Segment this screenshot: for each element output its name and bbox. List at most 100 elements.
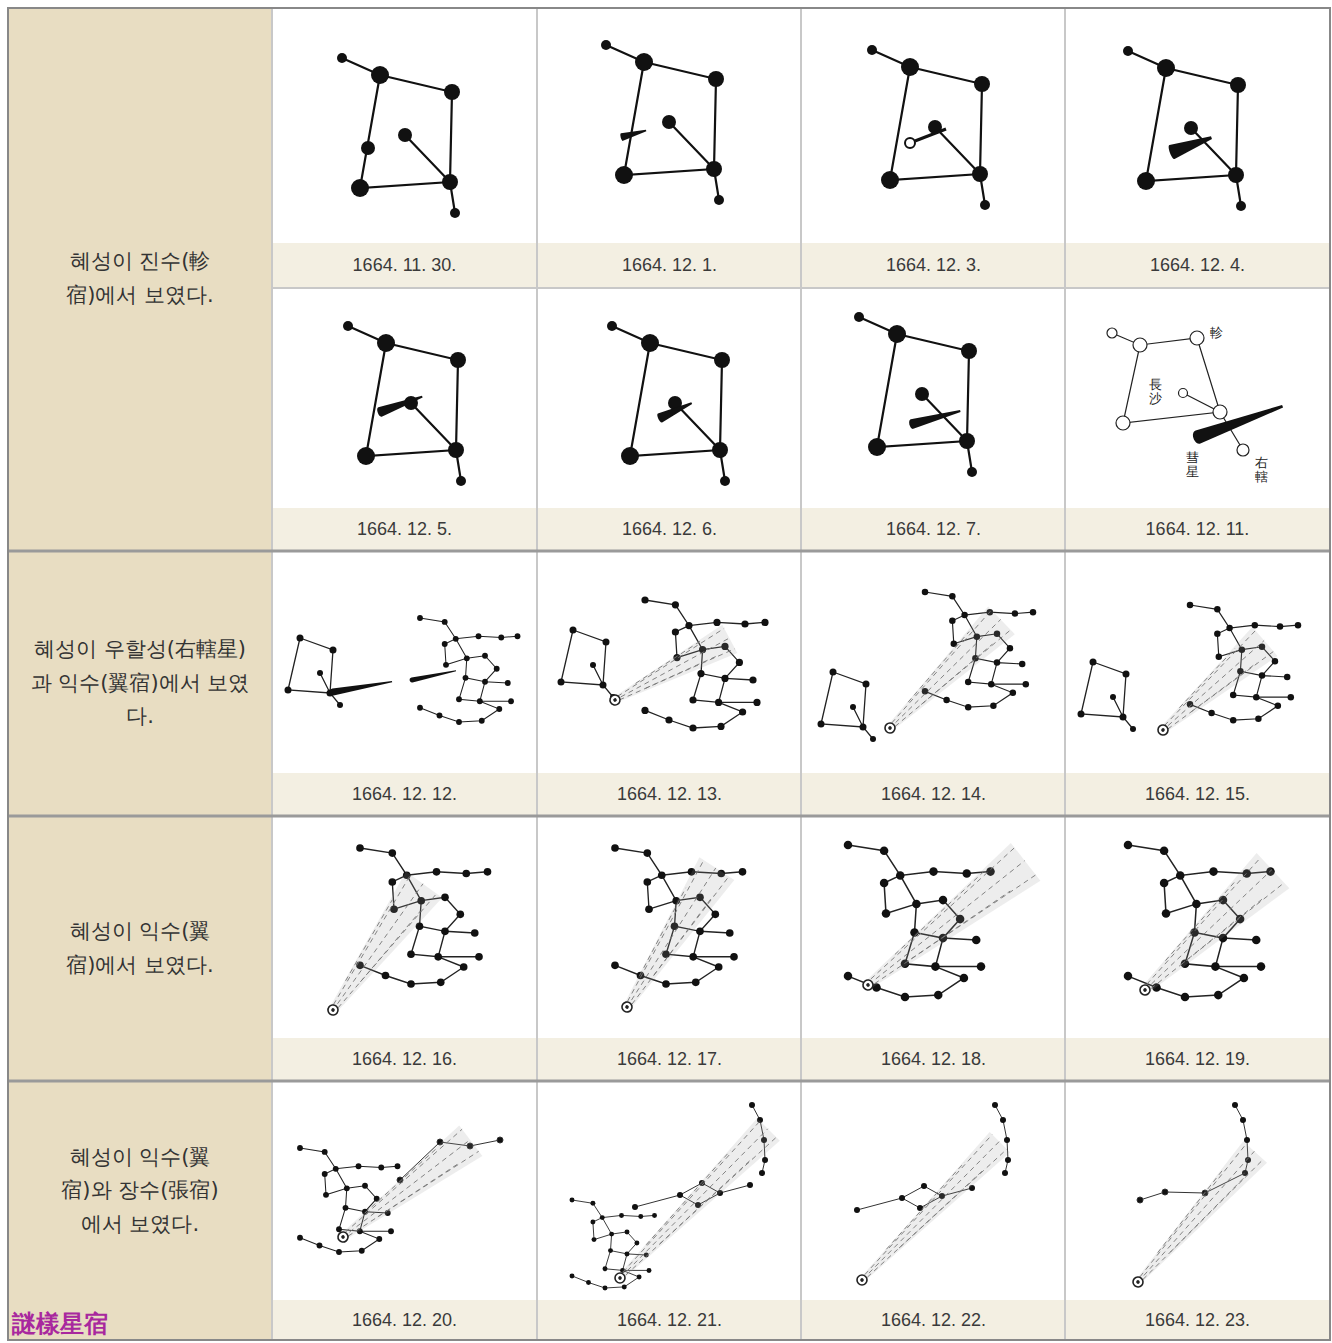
pale-comet xyxy=(1147,627,1278,748)
date-caption-cell: 1664. 12. 15. xyxy=(1065,773,1330,815)
pale-comet xyxy=(849,843,1040,1007)
date-caption: 1664. 12. 5. xyxy=(357,519,452,540)
date-caption: 1664. 12. 18. xyxy=(881,1049,986,1070)
date-caption: 1664. 12. 4. xyxy=(1150,255,1245,276)
date-caption-cell: 1664. 12. 22. xyxy=(801,1300,1066,1340)
date-caption: 1664. 12. 22. xyxy=(881,1310,986,1331)
date-caption-cell: 1664. 12. 12. xyxy=(272,773,537,815)
date-caption-cell: 1664. 12. 20. xyxy=(272,1300,537,1340)
zhen-sketch xyxy=(854,312,977,477)
date-caption: 1664. 12. 20. xyxy=(352,1310,457,1331)
pale-comet xyxy=(327,1125,482,1255)
row-heading-cell: 혜성이 우할성(右轄星)과 익수(翼宿)에서 보였다. xyxy=(8,552,272,815)
ink-comet xyxy=(620,127,647,142)
zhen-sketch xyxy=(1078,659,1137,733)
date-caption: 1664. 12. 21. xyxy=(617,1310,722,1331)
date-caption-cell: 1664. 12. 5. xyxy=(272,508,537,550)
ink-comet xyxy=(1191,400,1285,446)
date-caption: 1664. 12. 1. xyxy=(622,255,717,276)
zhen-sketch xyxy=(601,40,724,205)
zhen-sketch xyxy=(867,45,990,210)
date-caption: 1664. 12. 13. xyxy=(617,784,722,805)
comet-dot xyxy=(361,141,375,155)
pale-comet xyxy=(607,857,734,1022)
sketch-label-cell: 長沙 xyxy=(1149,378,1162,407)
zhen-sketch xyxy=(1123,46,1246,211)
sketch-label: 彗星 xyxy=(1186,451,1199,480)
date-caption-cell: 1664. 12. 13. xyxy=(537,773,802,815)
zhen-hollow-sketch xyxy=(1107,328,1249,456)
table-border xyxy=(8,8,1330,1340)
zhen-sketch xyxy=(607,321,730,486)
zhen-sketch xyxy=(818,669,877,743)
pale-comet xyxy=(848,1132,1010,1294)
date-caption-cell: 1664. 11. 30. xyxy=(272,243,537,288)
zhen-sketch xyxy=(343,321,466,486)
date-caption-cell: 1664. 12. 18. xyxy=(801,1038,1066,1080)
date-caption: 1664. 11. 30. xyxy=(353,255,457,276)
date-caption-cell: 1664. 12. 1. xyxy=(537,243,802,288)
sketch-label-cell: 彗星 xyxy=(1186,451,1199,480)
row-heading: 혜성이 진수(軫宿)에서 보였다. xyxy=(55,245,225,312)
date-caption: 1664. 12. 15. xyxy=(1145,784,1250,805)
date-caption-cell: 1664. 12. 7. xyxy=(801,508,1066,550)
date-caption: 1664. 12. 12. xyxy=(352,784,457,805)
row-heading: 혜성이 우할성(右轄星)과 익수(翼宿)에서 보였다. xyxy=(27,633,253,734)
date-caption: 1664. 12. 7. xyxy=(886,519,981,540)
pale-comet xyxy=(605,1118,780,1293)
date-caption-cell: 1664. 12. 16. xyxy=(272,1038,537,1080)
date-caption: 1664. 12. 3. xyxy=(886,255,981,276)
date-caption: 1664. 12. 23. xyxy=(1145,1310,1250,1331)
zhen-sketch xyxy=(285,635,344,709)
ink-comet xyxy=(376,392,424,418)
pale-comet xyxy=(873,607,1015,746)
date-caption-cell: 1664. 12. 3. xyxy=(801,243,1066,288)
watermark-cell: 謎樣星宿 xyxy=(12,1308,108,1340)
comet-head xyxy=(905,138,915,148)
ink-comet xyxy=(908,406,961,429)
sketch-label: 軫 xyxy=(1210,326,1223,340)
row-heading-cell: 혜성이 익수(翼宿)에서 보였다. xyxy=(8,817,272,1080)
grid-lines xyxy=(272,8,1330,1340)
group-separators xyxy=(8,551,1330,1081)
zhen-sketch xyxy=(558,627,617,701)
ink-comet xyxy=(1167,131,1214,160)
date-caption-cell: 1664. 12. 14. xyxy=(801,773,1066,815)
pale-comet xyxy=(312,871,442,1027)
date-caption-cell: 1664. 12. 11. xyxy=(1065,508,1330,550)
date-caption: 1664. 12. 14. xyxy=(881,784,986,805)
heading-column xyxy=(8,8,272,1340)
date-caption: 1664. 12. 16. xyxy=(352,1049,457,1070)
date-caption-cell: 1664. 12. 23. xyxy=(1065,1300,1330,1340)
yi-sketch xyxy=(417,615,520,725)
sketch-label-cell: 右轄 xyxy=(1255,456,1268,485)
sketch-label-cell: 軫 xyxy=(1210,326,1223,340)
row-heading-cell: 혜성이 익수(翼宿)와 장수(張宿)에서 보였다. xyxy=(8,1082,272,1300)
date-caption-cell: 1664. 12. 21. xyxy=(537,1300,802,1340)
yi-sketch xyxy=(570,1198,657,1291)
date-caption: 1664. 12. 6. xyxy=(622,519,717,540)
pale-comet xyxy=(1125,853,1289,1011)
ink-comet xyxy=(329,678,392,696)
ink-comet xyxy=(409,668,456,683)
zhen-sketch xyxy=(337,53,460,218)
ink-comet xyxy=(656,399,694,424)
date-caption: 1664. 12. 11. xyxy=(1146,519,1250,540)
row-heading-cell: 혜성이 진수(軫宿)에서 보였다. xyxy=(8,8,272,550)
pale-comet xyxy=(1123,1141,1267,1296)
date-caption: 1664. 12. 17. xyxy=(617,1049,722,1070)
row-heading: 혜성이 익수(翼宿)와 장수(張宿)에서 보였다. xyxy=(55,1141,225,1242)
date-caption-cell: 1664. 12. 6. xyxy=(537,508,802,550)
table-ground xyxy=(8,8,1330,1340)
watermark: 謎樣星宿 xyxy=(12,1308,108,1340)
date-caption-cell: 1664. 12. 4. xyxy=(1065,243,1330,288)
pale-comet xyxy=(603,625,737,717)
date-caption-cell: 1664. 12. 19. xyxy=(1065,1038,1330,1080)
date-caption-cell: 1664. 12. 17. xyxy=(537,1038,802,1080)
date-caption: 1664. 12. 19. xyxy=(1145,1049,1250,1070)
sketch-label: 長沙 xyxy=(1149,378,1162,407)
row-heading: 혜성이 익수(翼宿)에서 보였다. xyxy=(55,915,225,982)
comet-tail xyxy=(915,129,946,141)
sketch-label: 右轄 xyxy=(1255,456,1268,485)
